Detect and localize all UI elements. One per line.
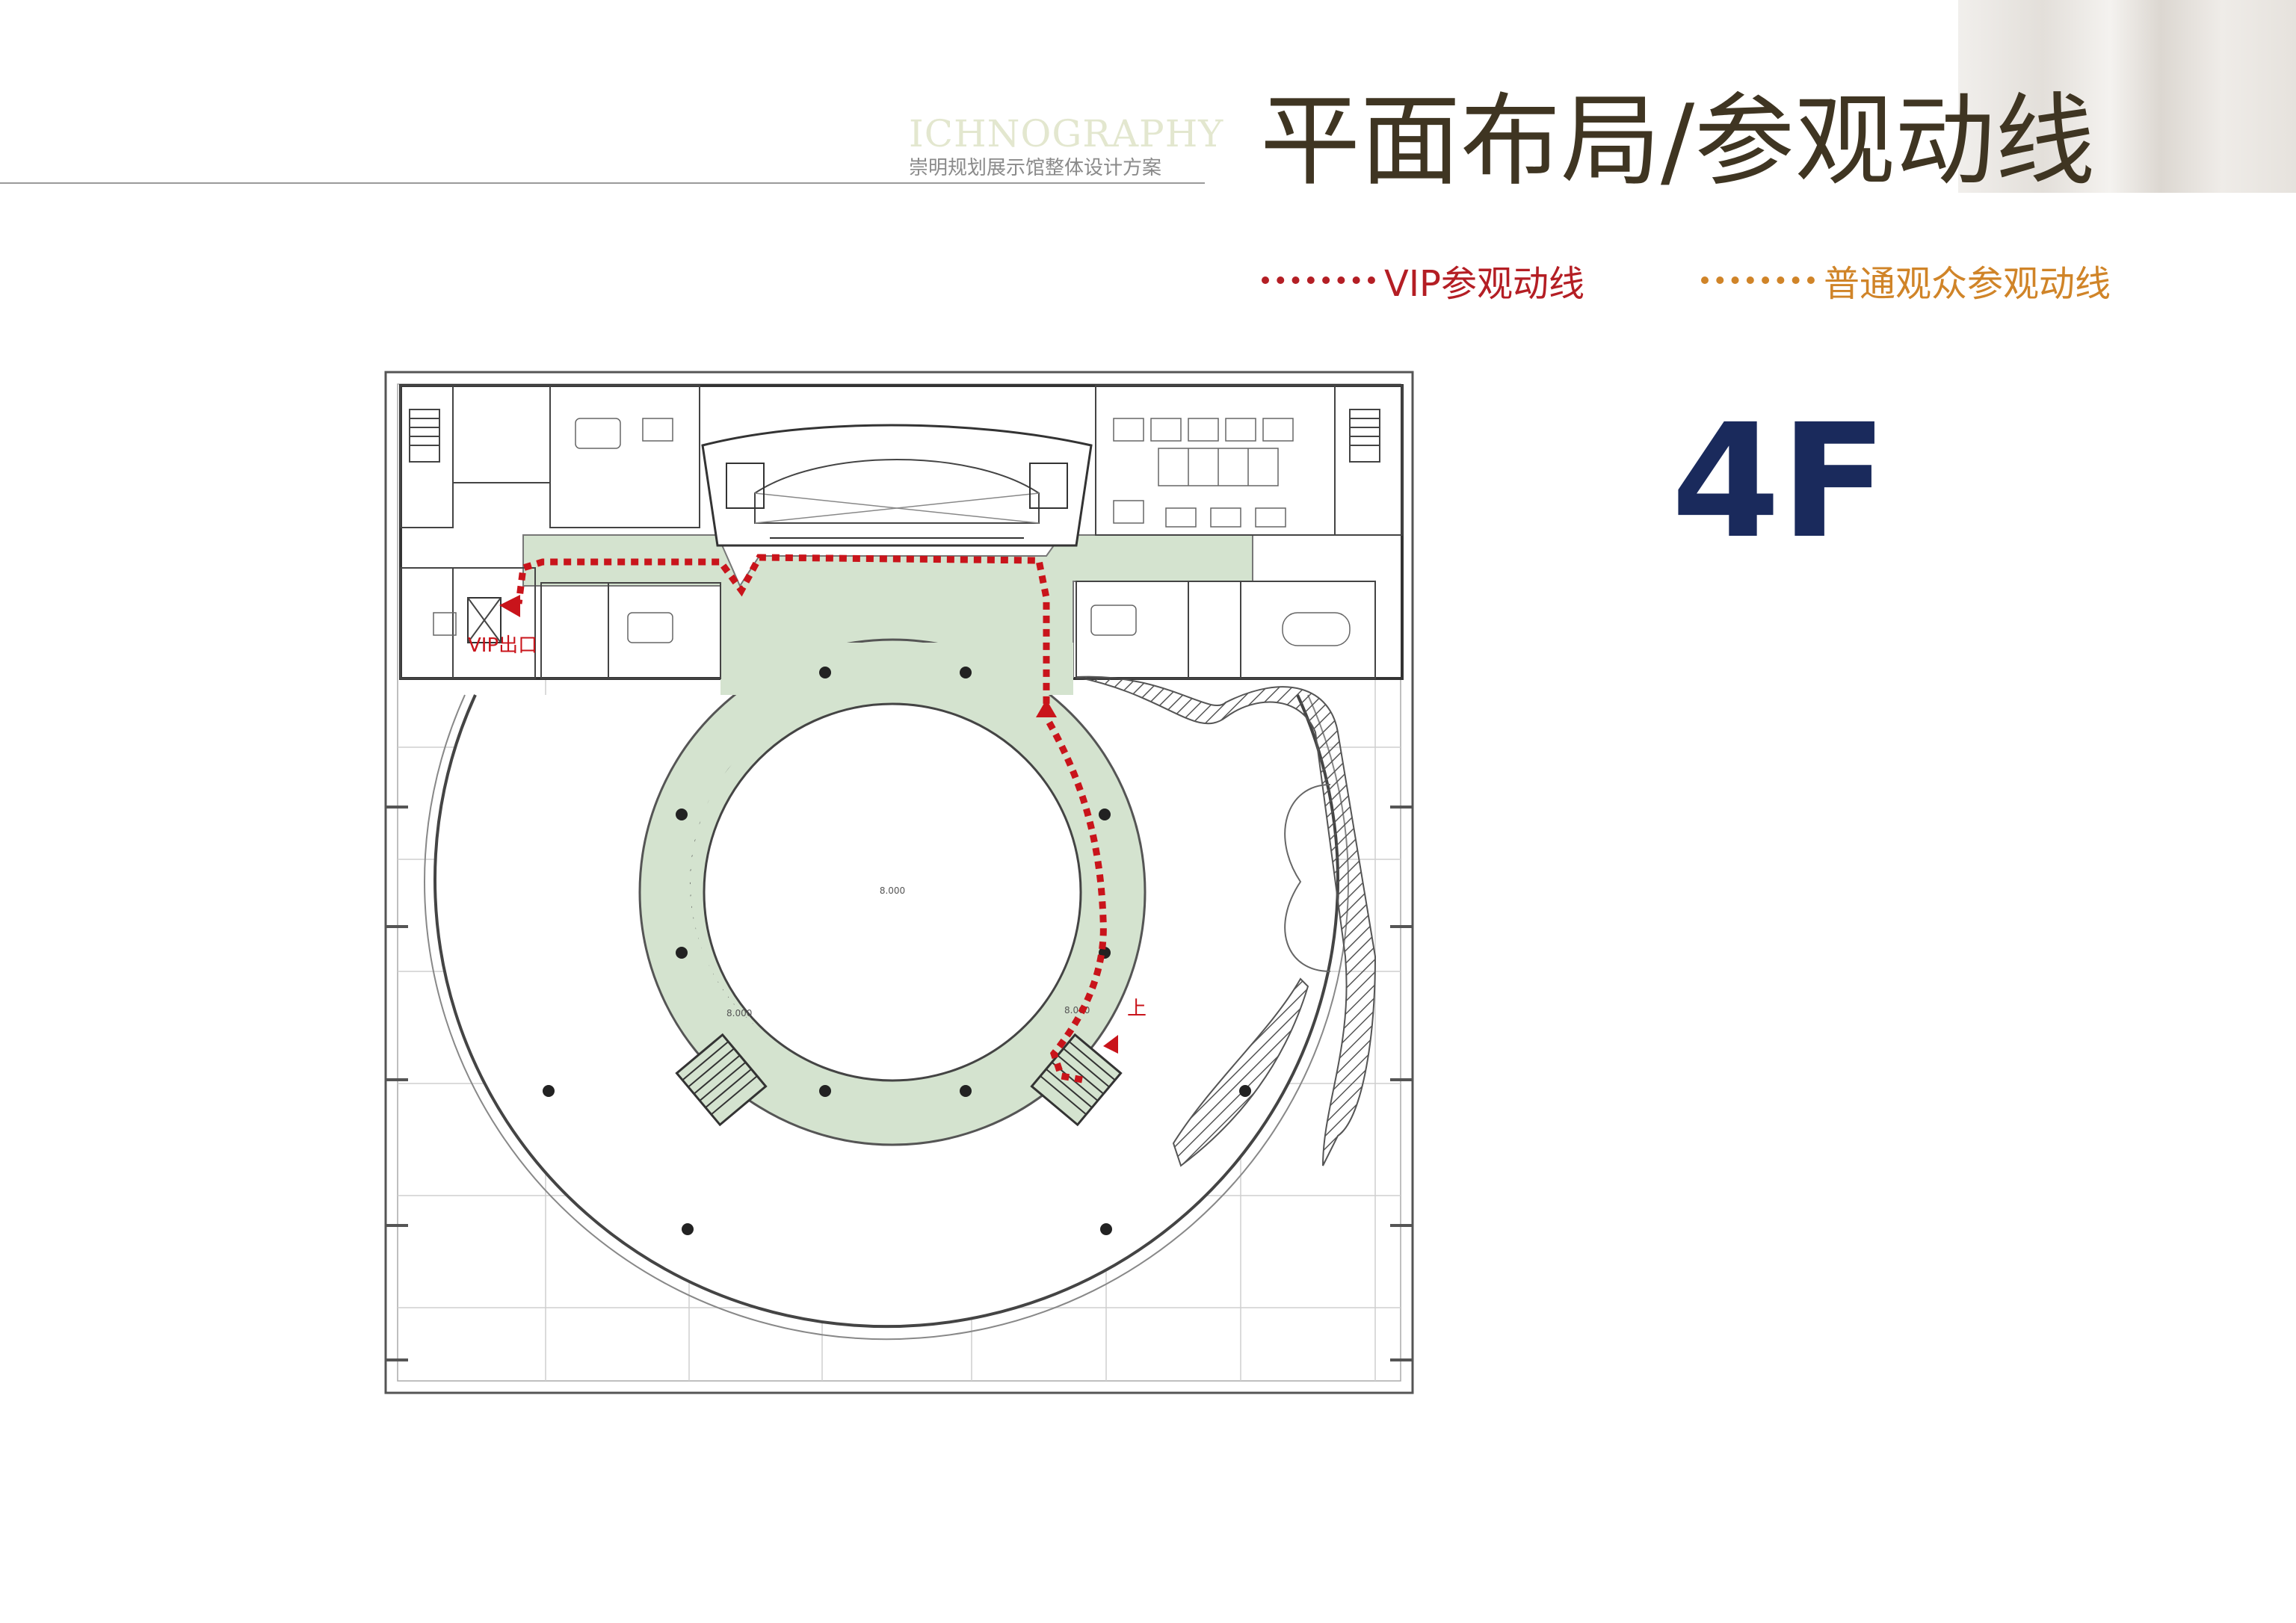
elevation-ring-left: 8.000: [726, 1008, 752, 1018]
grid-ticks: [386, 806, 1413, 1361]
lower-feature-wall: [1172, 977, 1309, 1167]
exhibition-hall-outer-wall: [424, 694, 1349, 1341]
ichnography-heading: ICHNOGRAPHY: [909, 112, 1224, 155]
auditorium-seating: [726, 463, 1068, 539]
vip-exit-label: VIP出口: [468, 634, 537, 657]
workstations: [1090, 418, 1351, 646]
vip-route-arrow-exit: [499, 595, 520, 617]
page-title: 平面布局/参观动线: [1260, 83, 2096, 200]
legend-vip: VIP参观动线: [1262, 254, 1584, 306]
header-rule: [0, 182, 1205, 184]
wall-curve-detail: [1284, 784, 1331, 972]
furniture-left: [433, 418, 673, 643]
stair-cores: [409, 409, 1380, 463]
project-subtitle: 崇明规划展示馆整体设计方案: [909, 157, 1162, 179]
stair-left: [675, 1033, 768, 1127]
auditorium: [701, 424, 1093, 547]
legend-general-label: 普通观众参观动线: [1824, 263, 2111, 305]
stair-up-label: 上: [1127, 998, 1147, 1020]
legend-general: 普通观众参观动线: [1701, 254, 2111, 306]
corridor-link: [720, 643, 1073, 695]
vip-start-arrow: [1103, 1035, 1118, 1054]
elevation-center: 8.000: [880, 885, 905, 896]
office-rooms-right: [1076, 385, 1403, 679]
auditorium-stage: [754, 459, 1040, 524]
central-atrium: [703, 702, 1082, 1082]
curved-feature-wall: [1076, 676, 1377, 1166]
floor-label: 4F: [1671, 390, 1888, 573]
corner-decoration: [1958, 0, 2296, 193]
ring-columns: [543, 667, 1251, 1235]
vip-route-arrow-up: [1036, 699, 1057, 717]
site-boundary: [384, 371, 1414, 1394]
office-rooms-left: [400, 385, 721, 679]
legend-general-swatch: [1701, 276, 1815, 284]
legend-vip-swatch: [1262, 276, 1375, 284]
legend-vip-label: VIP参观动线: [1384, 263, 1584, 305]
